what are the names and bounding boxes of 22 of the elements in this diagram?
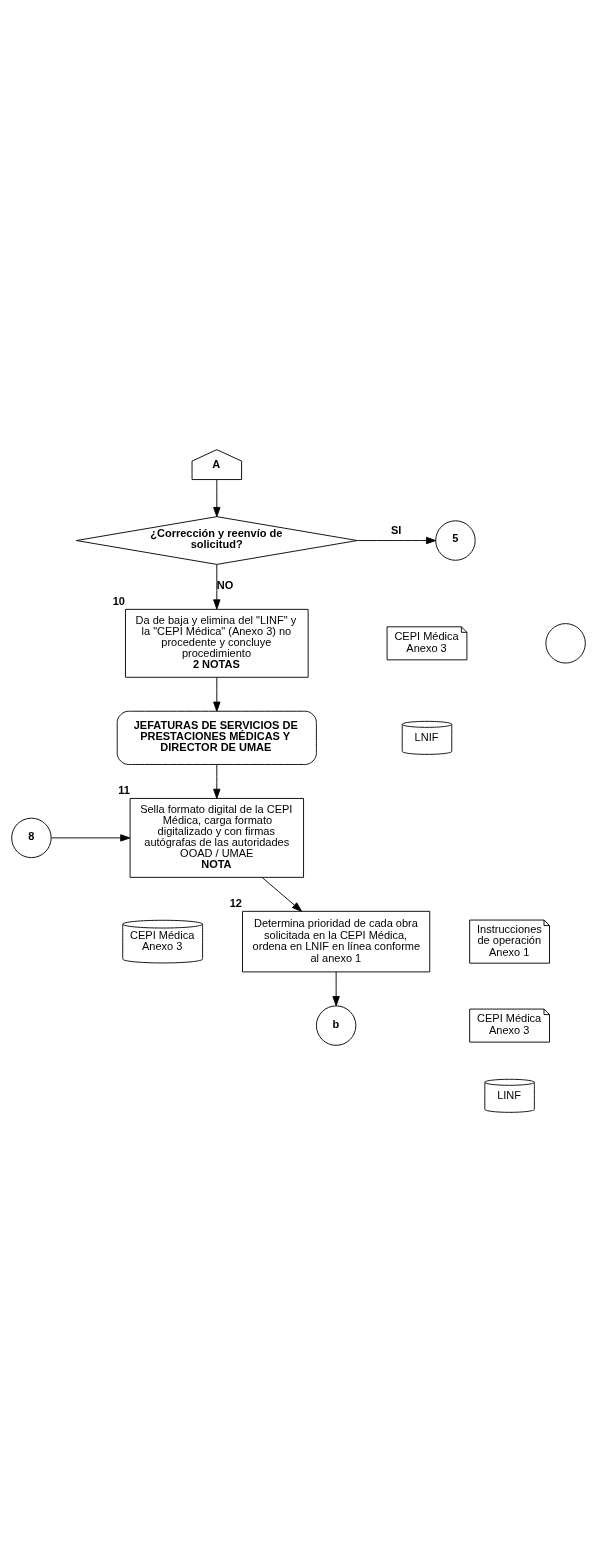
node-box: Determina prioridad de cada obra solicitada en la CEPI Médica, ordena en LNIF en línea conforme al anexo 1 bbox=[242, 910, 431, 972]
edge-label: SI bbox=[390, 523, 402, 536]
node-label: 11 bbox=[118, 783, 130, 796]
node-label: 10 bbox=[112, 594, 125, 607]
arrow bbox=[261, 876, 303, 912]
node-box: JEFATURAS DE SERVICIOS DE PRESTACIONES MÉDICAS Y DIRECTOR DE UMAE bbox=[116, 710, 317, 765]
node-box: Sella formato digital de la CEPI Médica, carga formato digitalizado y con firmas autógrafas de las autoridades OOAD / UMAE NOTA bbox=[129, 797, 304, 878]
arrow bbox=[213, 763, 221, 799]
arrow bbox=[213, 563, 221, 609]
node-circle: b bbox=[315, 1004, 357, 1046]
node-diamond: ¿Corrección y reenvío de solicitud? bbox=[75, 515, 358, 565]
arrow bbox=[356, 536, 437, 544]
arrow bbox=[213, 676, 221, 712]
node-label: 12 bbox=[229, 896, 242, 909]
node-box: Da de baja y elimina del "LINF" y la "CEPI Médica" (Anexo 3) no procedente y concluye procedimiento 2 NOTAS bbox=[125, 608, 309, 678]
arrow bbox=[332, 971, 340, 1006]
node-circle: 8 bbox=[11, 817, 52, 858]
node-circle: 5 bbox=[435, 519, 476, 561]
edge-label: NO bbox=[216, 578, 234, 591]
node-circle bbox=[545, 622, 586, 663]
arrow bbox=[50, 833, 131, 842]
arrow bbox=[213, 478, 221, 517]
